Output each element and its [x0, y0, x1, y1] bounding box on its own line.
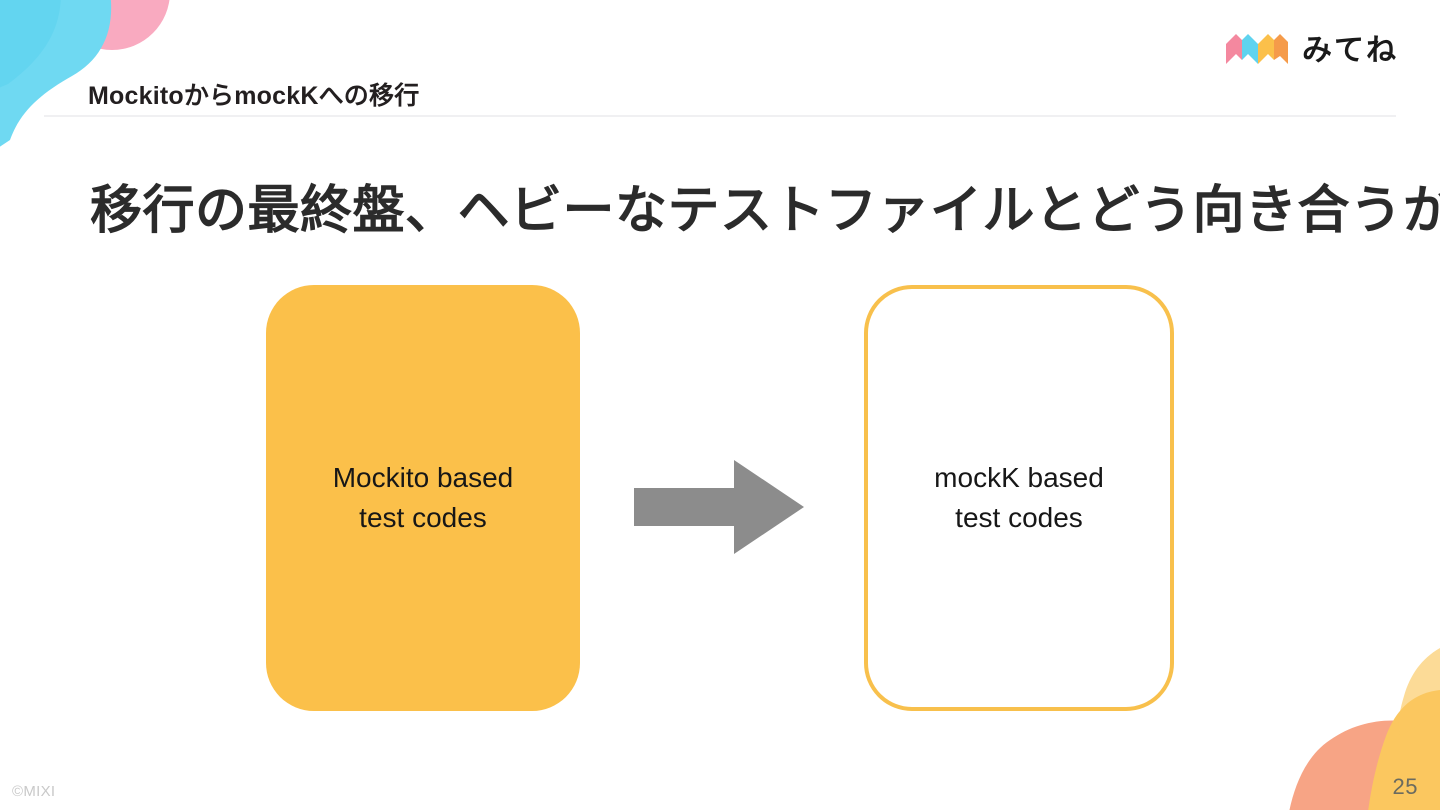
source-box-label-line1: Mockito based: [332, 462, 514, 494]
pink-circle-decoration: [54, 0, 170, 50]
slide-header-title: MockitoからmockKへの移行: [88, 82, 420, 110]
page-title: 移行の最終盤、ヘビーなテストファイルとどう向き合うか: [90, 182, 1440, 240]
target-box-label: mockK based test codes: [934, 458, 1104, 538]
source-box-mockito: Mockito based test codes: [266, 285, 580, 711]
target-box-label-line2: test codes: [955, 502, 1083, 533]
right-arrow-shape: [634, 460, 804, 554]
page-number: 25: [1392, 774, 1418, 799]
source-box-label: Mockito based test codes: [333, 458, 514, 538]
mitene-logo-text: みてね: [1302, 34, 1398, 67]
source-box-label-line2: test codes: [359, 502, 487, 533]
yellow-blob-accent: [1398, 648, 1440, 736]
target-box-label-line1: mockK based: [934, 462, 1104, 494]
target-box-mockk: mockK based test codes: [864, 285, 1174, 711]
cyan-blob-accent: [0, 0, 61, 88]
logo-chevron-orange: [1274, 34, 1288, 64]
mitene-logo-mark-icon: [1226, 34, 1288, 64]
logo-chevron-cyan: [1242, 34, 1258, 64]
mitene-logo: みてね: [1226, 34, 1398, 68]
right-arrow-icon: [634, 460, 804, 554]
logo-chevron-yellow: [1258, 34, 1274, 64]
logo-chevron-pink: [1226, 34, 1242, 64]
header-divider: [44, 115, 1396, 117]
copyright-notice: ©MIXI: [12, 783, 56, 800]
